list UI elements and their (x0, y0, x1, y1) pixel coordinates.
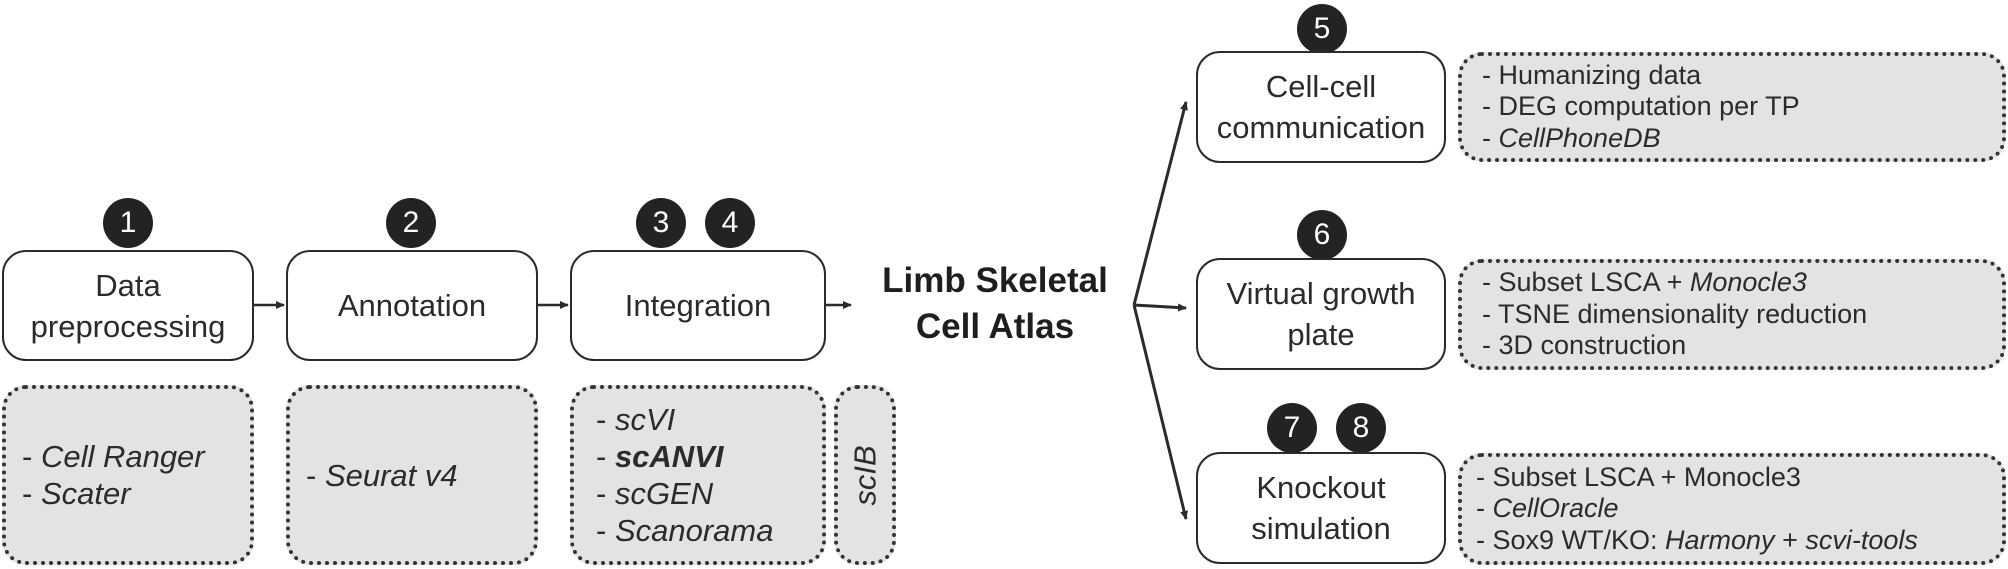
atlas-title-line2: Cell Atlas (915, 307, 1075, 346)
note-scib-label: scIB (847, 444, 883, 506)
note-scib: scIB (834, 385, 896, 565)
note-line: - TSNE dimensionality reduction (1482, 298, 1868, 329)
step-badge-4: 4 (705, 198, 755, 248)
step-annotation-box: Annotation (286, 250, 538, 361)
step-badge-6: 6 (1297, 210, 1347, 260)
note-line: - scANVI (596, 439, 724, 474)
note-integration: - scVI - scANVI - scGEN - Scanorama (570, 385, 826, 565)
step-badge-3: 3 (636, 198, 686, 248)
step-badge-5: 5 (1297, 4, 1347, 54)
note-growth-plate: - Subset LSCA + Monocle3 - TSNE dimensio… (1458, 259, 2006, 370)
arrow-atlas-to-knockout (1132, 304, 1188, 520)
note-line: - 3D construction (1482, 330, 1687, 361)
step-communication-box: Cell-cell communication (1196, 51, 1446, 163)
step-communication-line1: Cell-cell (1265, 69, 1377, 104)
step-knockout-line1: Knockout (1256, 470, 1386, 505)
step-growth-plate-line2: plate (1287, 317, 1355, 352)
note-line: - scGEN (596, 476, 714, 511)
note-line: - Subset LSCA + Monocle3 (1482, 267, 1807, 298)
step-growth-plate-line1: Virtual growth (1226, 276, 1416, 311)
atlas-title-line1: Limb Skeletal (882, 261, 1108, 300)
note-knockout: - Subset LSCA + Monocle3 - CellOracle - … (1458, 453, 2006, 565)
step-badge-8: 8 (1336, 403, 1386, 453)
note-line: - DEG computation per TP (1482, 91, 1800, 122)
step-integration-label: Integration (624, 288, 772, 323)
note-line: - Cell Ranger (22, 439, 205, 474)
step-preprocessing-line1: Data (95, 267, 161, 303)
arrow-atlas-to-growth-plate (1133, 303, 1187, 312)
note-annotation: - Seurat v4 (286, 385, 538, 565)
step-knockout-line2: simulation (1251, 511, 1391, 546)
note-line: - Subset LSCA + Monocle3 (1476, 461, 1801, 492)
note-preprocessing: - Cell Ranger - Scater (2, 385, 254, 565)
step-communication-line2: communication (1216, 110, 1426, 145)
note-line: - scVI (596, 402, 676, 437)
atlas-title: Limb Skeletal Cell Atlas (860, 258, 1130, 350)
step-preprocessing-line2: preprocessing (30, 308, 226, 344)
step-badge-1: 1 (103, 198, 153, 248)
step-preprocessing-box: Data preprocessing (2, 250, 254, 361)
step-annotation-label: Annotation (337, 288, 487, 323)
note-line: - Scanorama (596, 513, 774, 548)
note-line: - CellPhoneDB (1482, 122, 1661, 153)
step-integration-box: Integration (570, 250, 826, 361)
arrow-atlas-to-communication (1132, 101, 1188, 306)
step-badge-7: 7 (1267, 403, 1317, 453)
note-line: - Humanizing data (1482, 59, 1702, 90)
note-communication: - Humanizing data - DEG computation per … (1458, 52, 2006, 162)
note-line: - Sox9 WT/KO: Harmony + scvi-tools (1476, 524, 1918, 555)
step-growth-plate-box: Virtual growth plate (1196, 258, 1446, 370)
note-line: - Seurat v4 (306, 457, 458, 493)
step-knockout-box: Knockout simulation (1196, 452, 1446, 564)
note-line: - Scater (22, 476, 131, 511)
step-badge-2: 2 (386, 198, 436, 248)
note-line: - CellOracle (1476, 493, 1619, 524)
